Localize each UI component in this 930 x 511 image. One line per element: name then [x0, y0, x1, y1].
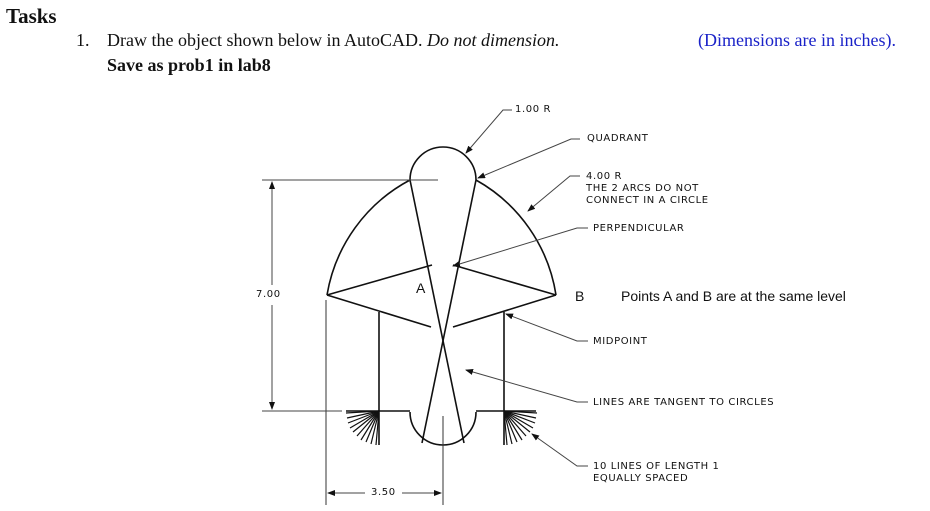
- point-b-label: B: [575, 288, 585, 304]
- leader-lines: [452, 109, 588, 467]
- instruction-italic: Do not dimension.: [426, 30, 560, 50]
- units-note: (Dimensions are in inches).: [698, 30, 896, 50]
- tasks-heading: Tasks: [6, 4, 57, 28]
- instruction-text: Draw the object shown below in AutoCAD.: [107, 30, 427, 50]
- callout-tangent: LINES ARE TANGENT TO CIRCLES: [593, 397, 775, 408]
- callout-radius-large-3: CONNECT IN A CIRCLE: [586, 195, 709, 206]
- callout-radius-large-2: THE 2 ARCS DO NOT: [586, 183, 699, 194]
- center-lines: [325, 300, 444, 505]
- callout-radius-large-1: 4.00 R: [586, 171, 622, 182]
- dimension-lines: [262, 179, 442, 496]
- left-line-fan: [345, 410, 380, 446]
- task-instruction: Draw the object shown below in AutoCAD. …: [107, 30, 559, 51]
- callout-lines-1: 10 LINES OF LENGTH 1: [593, 461, 720, 472]
- task-number: 1.: [76, 30, 90, 50]
- save-instruction: Save as prob1 in lab8: [107, 55, 271, 75]
- dimension-height: 7.00: [256, 289, 281, 300]
- object-outline: [326, 146, 557, 446]
- callout-lines-2: EQUALLY SPACED: [593, 473, 689, 484]
- left-large-arc: [326, 179, 411, 296]
- dimension-width: 3.50: [371, 487, 396, 498]
- right-line-fan: [503, 410, 538, 446]
- callout-quadrant: QUADRANT: [587, 133, 649, 144]
- top-circle-arc: [409, 146, 477, 181]
- callout-perpendicular: PERPENDICULAR: [593, 223, 685, 234]
- callout-midpoint: MIDPOINT: [593, 336, 648, 347]
- callout-radius-small: 1.00 R: [515, 104, 551, 115]
- points-level-note: Points A and B are at the same level: [621, 288, 846, 304]
- point-a-label: A: [416, 280, 426, 296]
- right-large-arc: [475, 179, 557, 296]
